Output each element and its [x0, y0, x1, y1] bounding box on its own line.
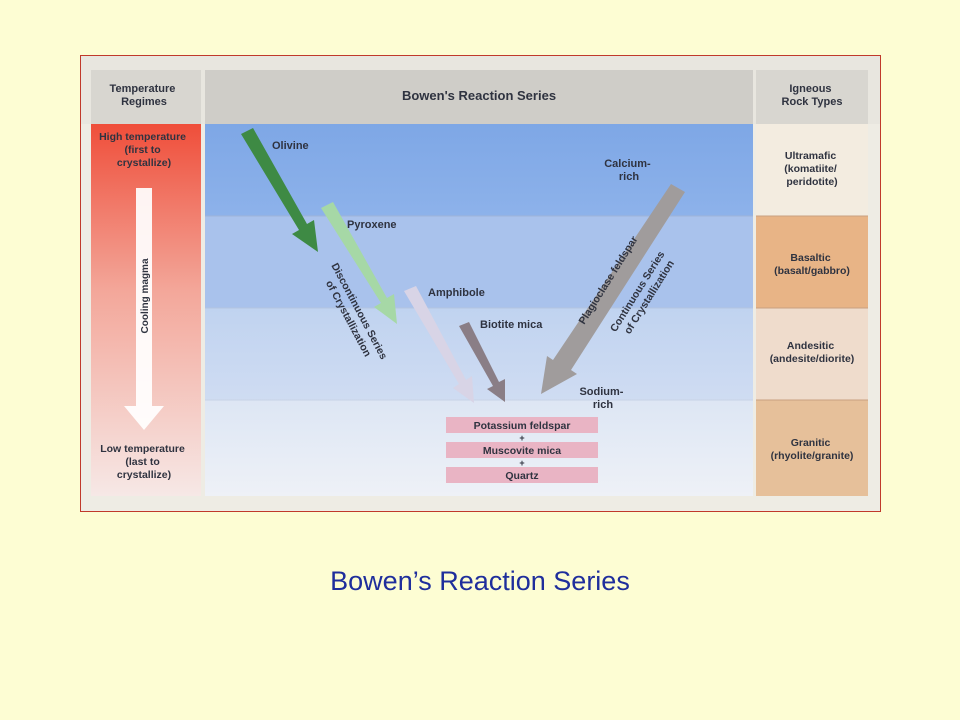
olivine-arrow [241, 128, 318, 252]
quartz-label: Quartz [505, 470, 538, 482]
muscovite-mica-label: Muscovite mica [483, 445, 561, 457]
rock-basaltic-label: Basaltic (basalt/gabbro) [774, 252, 850, 277]
plus-sign: + [519, 458, 524, 468]
sodium-rich-label: Sodium- rich [579, 386, 626, 411]
cooling-magma-arrow [124, 188, 164, 430]
rock-ultramafic-label: Ultramafic (komatiite/ peridotite) [784, 150, 839, 188]
plus-sign: + [519, 433, 524, 443]
rock-andesitic-cell [756, 308, 868, 400]
mineral-amphibole-label: Amphibole [428, 287, 485, 299]
header-temperature-regimes: Temperature Regimes [110, 83, 179, 108]
low-temperature-label: Low temperature (last to crystallize) [100, 443, 188, 481]
bowens-reaction-series-figure: Temperature Regimes Bowen's Reaction Ser… [80, 55, 881, 512]
calcium-rich-label: Calcium- rich [604, 158, 654, 183]
mineral-olivine-label: Olivine [272, 140, 309, 152]
rock-basaltic-cell [756, 216, 868, 308]
final-minerals-stack: Potassium feldspar + Muscovite mica + Qu… [446, 417, 598, 483]
header-igneous-rock-types: Igneous Rock Types [782, 83, 843, 108]
mineral-biotite-mica-label: Biotite mica [480, 319, 543, 331]
header-bowens-reaction-series: Bowen's Reaction Series [402, 88, 556, 103]
plagioclase-feldspar-arrow [541, 184, 685, 394]
rock-granitic-label: Granitic (rhyolite/granite) [771, 437, 854, 462]
rock-ultramafic-cell [756, 124, 868, 216]
mineral-pyroxene-label: Pyroxene [347, 219, 397, 231]
rock-andesitic-label: Andesitic (andesite/diorite) [770, 340, 855, 365]
row-basaltic-band [205, 216, 753, 308]
potassium-feldspar-box [446, 417, 598, 433]
slide-caption: Bowen’s Reaction Series [330, 566, 630, 596]
biotite-arrow [459, 322, 505, 402]
quartz-box [446, 467, 598, 483]
amphibole-arrow [404, 286, 474, 403]
cooling-magma-label: Cooling magma [140, 258, 151, 333]
pyroxene-arrow [321, 202, 397, 324]
muscovite-mica-box [446, 442, 598, 458]
potassium-feldspar-label: Potassium feldspar [474, 420, 571, 432]
high-temperature-label: High temperature (first to crystallize) [99, 131, 189, 169]
rock-granitic-cell [756, 400, 868, 496]
